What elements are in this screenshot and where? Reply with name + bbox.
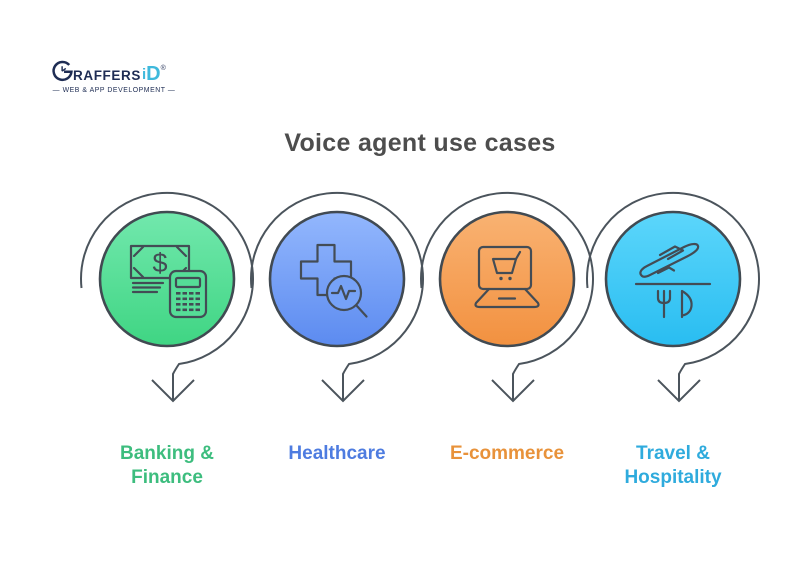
svg-text:$: $	[152, 248, 167, 278]
use-case-travel-hospitality: Travel & Hospitality	[578, 183, 768, 490]
registered-mark: ®	[160, 65, 166, 72]
use-case-label: Travel & Hospitality	[624, 443, 722, 488]
use-case-label: E-commerce	[449, 443, 565, 464]
spiral-arrow-icon	[250, 191, 424, 403]
circle-badge	[438, 210, 576, 348]
airplane-dining-icon	[634, 242, 712, 319]
use-case-ecommerce: E-commerce	[412, 183, 602, 466]
money-calculator-icon: $	[129, 244, 208, 319]
healthcare-graphic	[250, 191, 424, 403]
medical-cross-search-icon	[299, 243, 368, 318]
use-case-healthcare: Healthcare	[242, 183, 432, 466]
spiral-arrow-icon	[80, 191, 254, 403]
banking-finance-graphic: $	[80, 191, 254, 403]
circle-badge	[604, 210, 742, 348]
logo-wordmark: RAFFERS i D ®	[50, 58, 178, 84]
use-case-banking-finance: $ Banking & Finance	[72, 183, 262, 490]
spiral-arrow-icon	[420, 191, 594, 403]
use-case-label: Banking & Finance	[120, 443, 214, 488]
laptop-shopping-cart-icon	[474, 245, 540, 309]
travel-hospitality-graphic	[586, 191, 760, 403]
logo-tagline: — WEB & APP DEVELOPMENT —	[52, 87, 176, 94]
graffersid-logo: RAFFERS i D ® — WEB & APP DEVELOPMENT —	[50, 58, 178, 94]
page-title: Voice agent use cases	[284, 129, 556, 157]
logo-g-clock-icon	[52, 60, 73, 82]
logo-text-d: D	[146, 63, 161, 85]
spiral-arrow-icon	[586, 191, 760, 403]
logo-text-graffers: RAFFERS	[73, 67, 141, 83]
logo-text-i: i	[141, 66, 147, 83]
use-case-label: Healthcare	[288, 443, 386, 464]
ecommerce-graphic	[420, 191, 594, 403]
